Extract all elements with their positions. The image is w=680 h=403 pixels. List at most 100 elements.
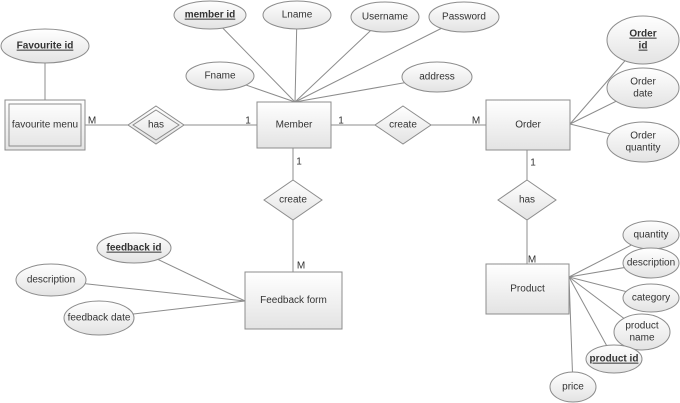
entity-label: Order bbox=[515, 120, 541, 131]
attribute-price[interactable]: price bbox=[549, 371, 597, 403]
cardinality-label: 1 bbox=[338, 116, 344, 127]
cardinality-label: 1 bbox=[530, 158, 536, 169]
attribute-label: description bbox=[627, 258, 675, 269]
entity-label: Product bbox=[510, 284, 545, 295]
key-attribute-label: Favourite id bbox=[17, 41, 74, 52]
key-attribute-ellipse bbox=[585, 344, 643, 374]
key-attribute-ellipse bbox=[606, 15, 680, 65]
entity-order[interactable]: Order bbox=[485, 99, 571, 151]
entity-product[interactable]: Product bbox=[485, 263, 570, 315]
entity-feedback-form[interactable]: Feedback form bbox=[244, 271, 343, 330]
attribute-feedback-date[interactable]: feedback date bbox=[63, 300, 135, 336]
attribute-ellipse bbox=[622, 283, 680, 313]
attribute-ellipse bbox=[606, 121, 680, 163]
entity-box bbox=[244, 271, 343, 330]
relationship-label: has bbox=[148, 120, 164, 131]
attribute-ellipse bbox=[549, 371, 597, 403]
cardinality-label: M bbox=[528, 255, 536, 266]
attribute-connector bbox=[294, 16, 465, 103]
attribute-label: Username bbox=[362, 12, 409, 23]
attribute-fb-description[interactable]: description bbox=[15, 263, 87, 297]
key-attribute-label-line: id bbox=[639, 41, 648, 52]
attribute-ellipse bbox=[401, 61, 473, 93]
attribute-connector bbox=[294, 14, 298, 103]
attribute-ellipse bbox=[613, 313, 671, 351]
entity-member[interactable]: Member bbox=[256, 101, 332, 149]
relationship-rel-has-product[interactable]: has bbox=[497, 179, 557, 221]
attribute-label-line: Order bbox=[630, 131, 656, 142]
entity-box bbox=[4, 99, 86, 151]
attribute-connector bbox=[568, 276, 574, 388]
attribute-ellipse bbox=[350, 1, 420, 33]
entity-box bbox=[485, 263, 570, 315]
relationship-rel-create-feedback[interactable]: create bbox=[263, 179, 323, 221]
cardinality-label: 1 bbox=[245, 116, 251, 127]
cardinality-label: 1 bbox=[296, 157, 302, 168]
entity-label: favourite menu bbox=[12, 120, 78, 131]
attribute-label-line: name bbox=[629, 333, 654, 344]
attribute-label: description bbox=[27, 275, 75, 286]
relationship-label: create bbox=[389, 120, 417, 131]
relationship-diamond bbox=[374, 105, 432, 145]
attribute-lname[interactable]: Lname bbox=[262, 0, 332, 30]
relationship-diamond bbox=[263, 179, 323, 221]
attribute-fname[interactable]: Fname bbox=[185, 61, 255, 91]
key-attribute-ellipse bbox=[96, 232, 172, 264]
attribute-ellipse bbox=[606, 67, 680, 109]
relationship-diamond bbox=[497, 179, 557, 221]
attribute-label: quantity bbox=[633, 230, 668, 241]
entity-favourite-menu[interactable]: favourite menu bbox=[4, 99, 86, 151]
attribute-ellipse bbox=[185, 61, 255, 91]
attribute-username[interactable]: Username bbox=[350, 1, 420, 33]
attribute-connector bbox=[209, 14, 296, 103]
entity-box bbox=[256, 101, 332, 149]
attribute-feedback-id[interactable]: feedback id bbox=[96, 232, 172, 264]
attribute-label: price bbox=[562, 382, 584, 393]
key-attribute-label: feedback id bbox=[106, 243, 161, 254]
attribute-label-line: date bbox=[633, 89, 653, 100]
attribute-p-quantity[interactable]: quantity bbox=[622, 220, 680, 250]
relationship-diamond bbox=[127, 105, 185, 145]
attribute-password[interactable]: Password bbox=[428, 1, 500, 33]
attribute-ellipse bbox=[622, 247, 680, 279]
entity-label: Feedback form bbox=[260, 295, 327, 306]
attribute-product-id[interactable]: product id bbox=[585, 344, 643, 374]
attribute-label-line: Order bbox=[630, 77, 656, 88]
key-attribute-label-line: Order bbox=[629, 29, 656, 40]
attribute-label-line: product bbox=[625, 321, 659, 332]
attribute-label-line: quantity bbox=[625, 143, 660, 154]
attribute-favourite-id[interactable]: Favourite id bbox=[0, 28, 90, 64]
relationship-inner-diamond bbox=[132, 109, 180, 141]
key-attribute-ellipse bbox=[173, 0, 247, 30]
attribute-label: Lname bbox=[282, 10, 313, 21]
relationship-rel-create-order[interactable]: create bbox=[374, 105, 432, 145]
attribute-p-description[interactable]: description bbox=[622, 247, 680, 279]
attribute-ellipse bbox=[15, 263, 87, 297]
entity-inner-box bbox=[8, 103, 82, 147]
attribute-address[interactable]: address bbox=[401, 61, 473, 93]
entity-box bbox=[485, 99, 571, 151]
key-attribute-label: member id bbox=[185, 10, 236, 21]
attribute-ellipse bbox=[63, 300, 135, 336]
cardinality-label: M bbox=[88, 116, 96, 127]
attribute-member-id[interactable]: member id bbox=[173, 0, 247, 30]
attribute-ellipse bbox=[428, 1, 500, 33]
entity-label: Member bbox=[276, 120, 313, 131]
attribute-category[interactable]: category bbox=[622, 283, 680, 313]
attribute-label: Password bbox=[442, 12, 486, 23]
key-attribute-label: product id bbox=[590, 354, 639, 365]
cardinality-label: M bbox=[472, 116, 480, 127]
attribute-label: category bbox=[632, 293, 670, 304]
relationship-label: create bbox=[279, 195, 307, 206]
cardinality-label: M bbox=[297, 261, 305, 272]
relationship-label: has bbox=[519, 195, 535, 206]
attribute-label: Fname bbox=[204, 71, 236, 82]
key-attribute-ellipse bbox=[0, 28, 90, 64]
relationship-rel-has-fav[interactable]: has bbox=[127, 105, 185, 145]
attribute-ellipse bbox=[262, 0, 332, 30]
